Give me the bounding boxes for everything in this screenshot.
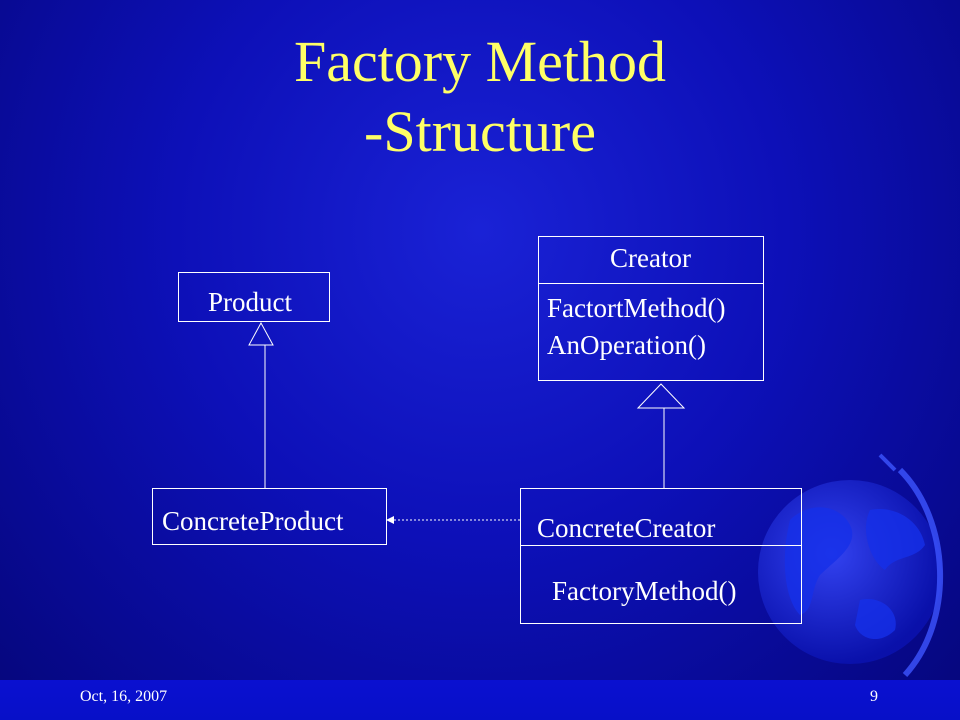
dependency-arrowhead <box>386 516 394 524</box>
concrete-creator-method: FactoryMethod() <box>552 576 737 606</box>
creator-inheritance-arrow <box>636 383 686 409</box>
footer-bar <box>0 680 960 720</box>
slide-title: Factory Method <box>293 29 667 94</box>
creator-method: FactortMethod() <box>547 293 726 323</box>
concrete-product-class-box <box>152 488 387 545</box>
concrete-product-class-name: ConcreteProduct <box>162 506 344 536</box>
slide-subtitle: -Structure <box>364 99 596 164</box>
creator-method: AnOperation() <box>547 330 706 360</box>
creator-divider <box>538 283 764 284</box>
footer-date: Oct, 16, 2007 <box>80 688 168 705</box>
page-number: 9 <box>870 688 878 705</box>
creator-class-box <box>538 236 764 381</box>
concrete-creator-divider <box>520 545 802 546</box>
creator-class-name: Creator <box>610 243 691 273</box>
product-class-name: Product <box>208 287 292 317</box>
concrete-creator-class-box <box>520 488 802 624</box>
product-class-box <box>178 272 330 322</box>
product-inheritance-arrow <box>248 321 274 346</box>
concrete-creator-class-name: ConcreteCreator <box>537 513 716 543</box>
